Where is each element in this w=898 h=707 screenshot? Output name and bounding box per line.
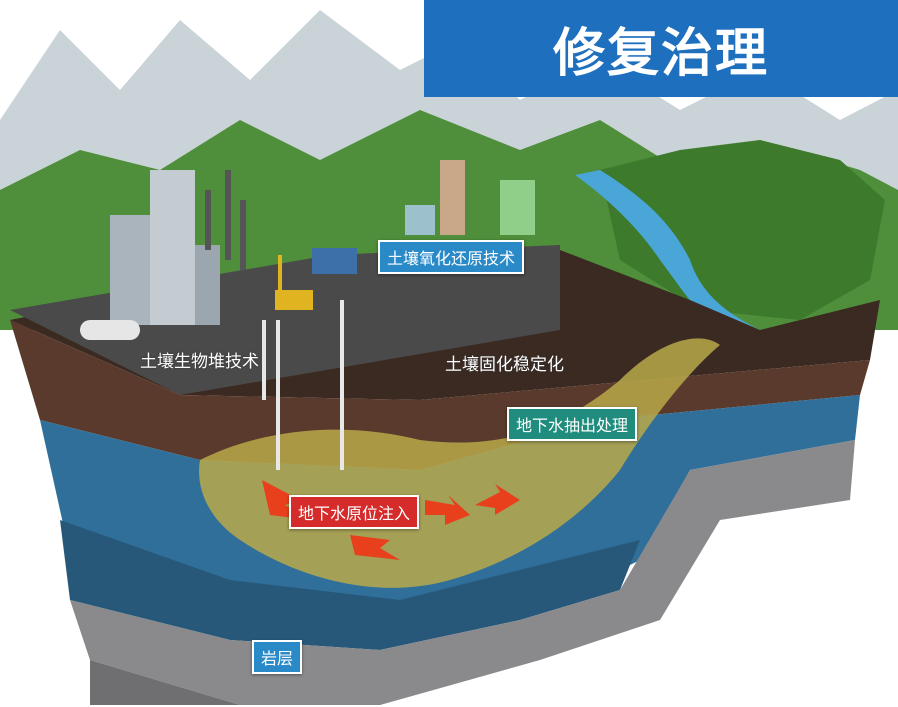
- label-biopile: 土壤生物堆技术: [140, 352, 259, 372]
- label-injection: 地下水原位注入: [289, 495, 420, 529]
- label-redox: 土壤氧化还原技术: [378, 240, 525, 274]
- bedrock-lower: [90, 660, 380, 705]
- injection-arrows: [262, 480, 520, 560]
- bedrock-layer: [70, 440, 855, 705]
- river: [575, 170, 760, 340]
- drilling-rig: [275, 255, 313, 310]
- page-title: 修复治理: [552, 24, 769, 84]
- well-3: [340, 300, 344, 470]
- title-banner: 修复治理: [424, 0, 898, 97]
- soil-layer: [10, 320, 870, 470]
- deep-water-layer: [60, 520, 640, 650]
- factory-buildings: [80, 170, 246, 340]
- well-2: [276, 320, 280, 470]
- label-pump-treat: 地下水抽出处理: [507, 407, 638, 441]
- label-bedrock: 岩层: [252, 640, 303, 674]
- label-stabilization: 土壤固化稳定化: [445, 355, 564, 375]
- city-buildings: [405, 160, 535, 235]
- well-1: [262, 320, 266, 400]
- ground-surface-left: [10, 245, 560, 395]
- treatment-container: [312, 248, 357, 274]
